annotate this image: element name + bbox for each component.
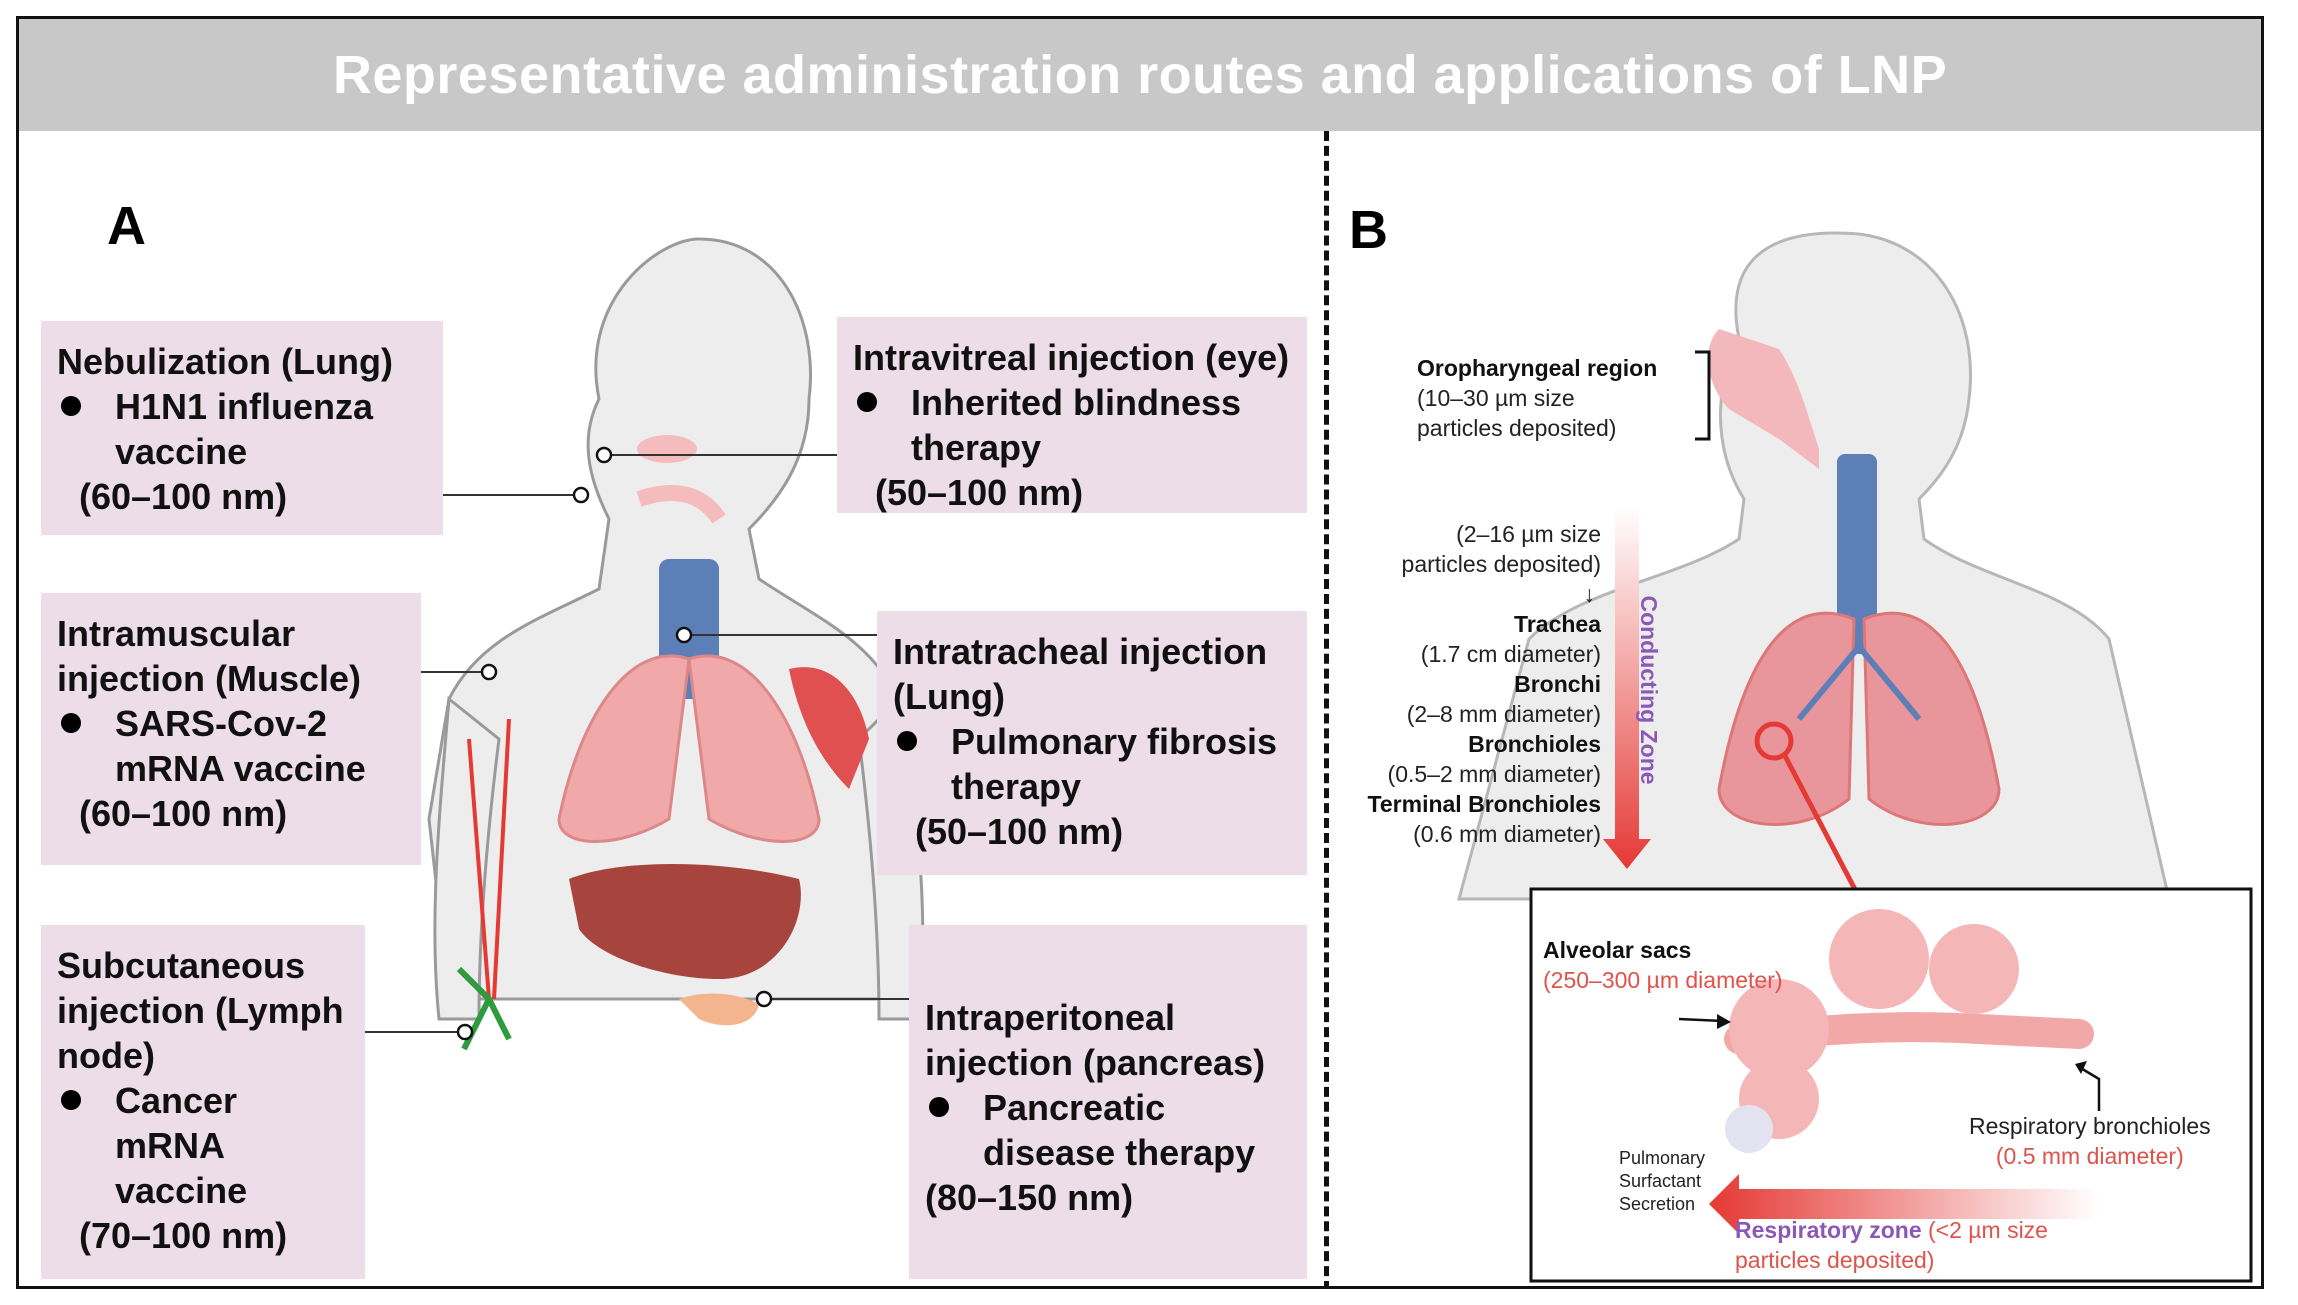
box-intravitreal: Intravitreal injection (eye) Inherited b… bbox=[837, 317, 1307, 513]
box-title: Intramuscular injection (Muscle) bbox=[57, 613, 362, 699]
resp-zone-size: (<2 µm size bbox=[1928, 1217, 2048, 1243]
trachea-diameter: (1.7 cm diameter) bbox=[1420, 641, 1601, 667]
alveolar-label: Alveolar sacs bbox=[1543, 937, 1692, 963]
body-figure-b bbox=[1457, 231, 2253, 1283]
box-nebulization: Nebulization (Lung) H1N1 influenza vacci… bbox=[41, 321, 443, 535]
conducting-zone-label: Conducting Zone bbox=[1636, 595, 1662, 785]
conducting-line1: (2–16 µm size bbox=[1456, 521, 1601, 547]
box-size: (50–100 nm) bbox=[915, 811, 1124, 852]
box-size: (60–100 nm) bbox=[79, 476, 288, 517]
oropharyngeal-title: Oropharyngeal region bbox=[1417, 355, 1658, 381]
illustration bbox=[364, 231, 2253, 1283]
oropharyngeal-line2: particles deposited) bbox=[1417, 415, 1617, 441]
bullet-icon bbox=[897, 731, 917, 751]
box-size: (70–100 nm) bbox=[79, 1215, 288, 1256]
resp-bronchioles-annotation: Respiratory bronchioles (0.5 mm diameter… bbox=[1969, 1111, 2211, 1171]
bronchi-label: Bronchi bbox=[1514, 671, 1601, 697]
box-size: (50–100 nm) bbox=[875, 472, 1084, 513]
box-title: Intratracheal injection (Lung) bbox=[893, 631, 1268, 717]
box-bullet: Cancer mRNA vaccine bbox=[115, 1080, 248, 1211]
box-title: Subcutaneous injection (Lymph node) bbox=[57, 945, 344, 1076]
resp-zone-deposit: particles deposited) bbox=[1735, 1247, 1935, 1273]
terminal-bronchioles-diameter: (0.6 mm diameter) bbox=[1413, 821, 1601, 847]
bullet-icon bbox=[929, 1097, 949, 1117]
conducting-line2: particles deposited) bbox=[1401, 551, 1601, 577]
box-bullet: Pulmonary fibrosis therapy bbox=[951, 721, 1278, 807]
alveolar-diameter: (250–300 µm diameter) bbox=[1543, 967, 1783, 993]
box-size: (80–150 nm) bbox=[925, 1177, 1134, 1218]
terminal-bronchioles-label: Terminal Bronchioles bbox=[1367, 791, 1601, 817]
bullet-icon bbox=[857, 392, 877, 412]
resp-bronchioles-diameter: (0.5 mm diameter) bbox=[1995, 1143, 2184, 1169]
conducting-annotation: (2–16 µm size particles deposited) ↓ Tra… bbox=[1319, 519, 1601, 849]
bronchioles-diameter: (0.5–2 mm diameter) bbox=[1387, 761, 1601, 787]
figure-frame: Representative administration routes and… bbox=[16, 16, 2264, 1289]
box-intramuscular: Intramuscular injection (Muscle) SARS-Co… bbox=[41, 593, 421, 865]
oropharyngeal-line1: (10–30 µm size bbox=[1417, 385, 1575, 411]
box-title: Nebulization (Lung) bbox=[57, 341, 393, 382]
panel-divider bbox=[1324, 131, 1329, 1286]
bullet-icon bbox=[61, 1090, 81, 1110]
bullet-icon bbox=[61, 396, 81, 416]
box-intraperitoneal: Intraperitoneal injection (pancreas) Pan… bbox=[909, 925, 1307, 1279]
resp-zone-label: Respiratory zone bbox=[1735, 1217, 1922, 1243]
body-figure-a bbox=[364, 237, 925, 1051]
box-intratracheal: Intratracheal injection (Lung) Pulmonary… bbox=[877, 611, 1307, 875]
surfactant-line: Surfactant bbox=[1619, 1171, 1702, 1191]
box-size: (60–100 nm) bbox=[79, 793, 288, 834]
trachea-label: Trachea bbox=[1514, 611, 1601, 637]
surfactant-line: Secretion bbox=[1619, 1194, 1696, 1214]
box-bullet: Pancreatic disease therapy bbox=[983, 1087, 1256, 1173]
surfactant-line: Pulmonary bbox=[1619, 1148, 1706, 1168]
alveolar-annotation: Alveolar sacs (250–300 µm diameter) bbox=[1543, 935, 1783, 995]
box-title: Intraperitoneal injection (pancreas) bbox=[925, 997, 1266, 1083]
down-arrow-icon: ↓ bbox=[1583, 581, 1596, 607]
bronchi-diameter: (2–8 mm diameter) bbox=[1406, 701, 1601, 727]
bullet-icon bbox=[61, 713, 81, 733]
resp-zone-annotation: Respiratory zone (<2 µm size particles d… bbox=[1735, 1215, 2048, 1275]
box-bullet: H1N1 influenza vaccine bbox=[115, 386, 374, 472]
figure-header: Representative administration routes and… bbox=[19, 19, 2261, 131]
box-title: Intravitreal injection (eye) bbox=[853, 337, 1290, 378]
panel-letter-b: B bbox=[1349, 200, 1388, 260]
box-subcutaneous: Subcutaneous injection (Lymph node) Canc… bbox=[41, 925, 365, 1279]
surfactant-annotation: Pulmonary Surfactant Secretion bbox=[1619, 1147, 1705, 1216]
resp-bronchioles-label: Respiratory bronchioles bbox=[1969, 1113, 2211, 1139]
oropharyngeal-annotation: Oropharyngeal region (10–30 µm size part… bbox=[1417, 353, 1657, 443]
box-bullet: SARS-Cov-2 mRNA vaccine bbox=[115, 703, 366, 789]
box-bullet: Inherited blindness therapy bbox=[911, 382, 1242, 468]
figure-title: Representative administration routes and… bbox=[332, 45, 1948, 105]
bronchioles-label: Bronchioles bbox=[1468, 731, 1601, 757]
panel-letter-a: A bbox=[107, 196, 146, 256]
